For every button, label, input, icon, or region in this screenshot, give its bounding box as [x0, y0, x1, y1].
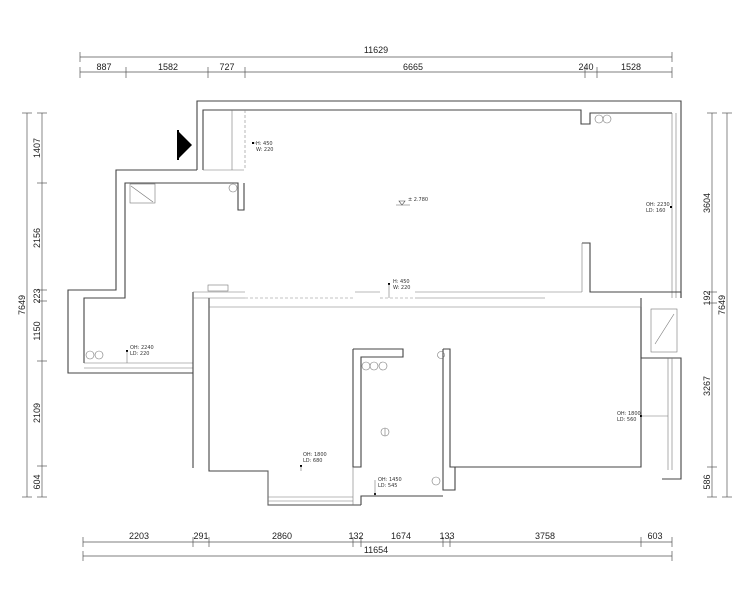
top-total-label: 11629 [364, 45, 388, 55]
bottom-seg-label: 132 [348, 531, 363, 541]
bottom-seg-label: 1674 [391, 531, 411, 541]
mid-window-h: H: 450 [393, 279, 410, 285]
top-seg-label: 727 [219, 62, 234, 72]
inner-wall-top [202, 109, 672, 170]
right-low-ld: LD: 560 [617, 417, 636, 423]
right-low-oh: OH: 1800 [617, 411, 641, 417]
pipe-icon [602, 114, 612, 124]
pipe-icon [228, 183, 238, 193]
left-seg-label: 1150 [32, 321, 42, 340]
bottom-seg-label: 3758 [535, 531, 555, 541]
top-seg-label: 240 [578, 62, 593, 72]
left-seg-label: 604 [32, 474, 42, 489]
pipe-icon [85, 350, 95, 360]
right-seg-label: 3604 [702, 193, 712, 213]
annotation-dot [670, 206, 672, 208]
bottom-dimensions: 2203 291 2860 132 1674 133 3758 603 1165… [82, 531, 673, 561]
bathroom-bottom-wall [360, 495, 443, 505]
left-seg-label: 223 [32, 288, 42, 303]
outer-wall-top [196, 100, 682, 298]
annotations: H: 450 W: 220 ± 2.780 H: 450 W: 220 OH: … [126, 141, 672, 496]
left-ld: LD: 220 [130, 351, 149, 357]
bottom-seg-label: 2860 [272, 531, 292, 541]
pipe-icon [431, 476, 441, 486]
pipe-icon [378, 361, 388, 371]
walls [67, 100, 682, 506]
left-total-label: 7649 [17, 295, 27, 315]
bath-oh: OH: 1450 [378, 477, 402, 483]
top-seg-label: 1582 [158, 62, 178, 72]
left-seg-label: 2156 [32, 228, 42, 248]
top-window-w: W: 220 [256, 147, 273, 153]
outer-wall-left [67, 169, 197, 374]
top-seg-label: 6665 [403, 62, 423, 72]
level-marker-icon [398, 200, 406, 206]
bathroom-right-wall [442, 349, 456, 491]
right-lower-wall [640, 298, 682, 480]
right-closet [650, 308, 678, 353]
left-seg-label: 1407 [32, 138, 42, 158]
right-total-label: 7649 [717, 295, 727, 315]
bottom-seg-label: 603 [647, 531, 662, 541]
utility-box [129, 183, 156, 204]
right-seg-label: 586 [702, 474, 712, 489]
fixtures [85, 114, 612, 486]
bottom-total-label: 11654 [364, 545, 388, 555]
right-seg-label: 3267 [702, 376, 712, 396]
bottom-seg-label: 2203 [129, 531, 149, 541]
left-oh: OH: 2240 [130, 345, 154, 351]
entry-arrow-icon [177, 130, 192, 160]
right-stub-wall [582, 242, 682, 298]
pipe-icon [594, 114, 604, 124]
pipe-icon [94, 350, 104, 360]
right-dimensions: 3604 192 3267 586 7649 [702, 112, 732, 498]
top-seg-label: 1528 [621, 62, 641, 72]
right-top-ld: LD: 160 [646, 208, 665, 214]
closet-diagonal [654, 313, 675, 345]
mid-window-w: W: 220 [393, 285, 410, 291]
utility-box-diagonal [130, 185, 154, 203]
lower-left-inner-wall [208, 298, 361, 506]
top-dimensions: 11629 887 1582 727 6665 240 1528 [79, 45, 673, 78]
top-window-h: H: 450 [256, 141, 273, 147]
right-top-oh: OH: 2230 [646, 202, 670, 208]
pipe-icon [361, 361, 371, 371]
annotation-dot [252, 142, 254, 144]
inner-wall-left [83, 182, 245, 363]
bottom-ld: LD: 680 [303, 458, 322, 464]
pipe-icon [369, 361, 379, 371]
meter-box [207, 284, 229, 292]
right-seg-label: 192 [702, 290, 712, 305]
bottom-oh: OH: 1800 [303, 452, 327, 458]
left-dimensions: 7649 1407 2156 223 1150 2109 604 [17, 112, 47, 498]
bath-ld: LD: 545 [378, 483, 397, 489]
level-mark-label: ± 2.780 [408, 197, 428, 203]
bottom-seg-label: 291 [193, 531, 208, 541]
right-room-inner [443, 307, 642, 468]
bottom-seg-label: 133 [439, 531, 454, 541]
top-seg-label: 887 [96, 62, 111, 72]
left-seg-label: 2109 [32, 403, 42, 423]
pipe-icon [437, 351, 445, 359]
